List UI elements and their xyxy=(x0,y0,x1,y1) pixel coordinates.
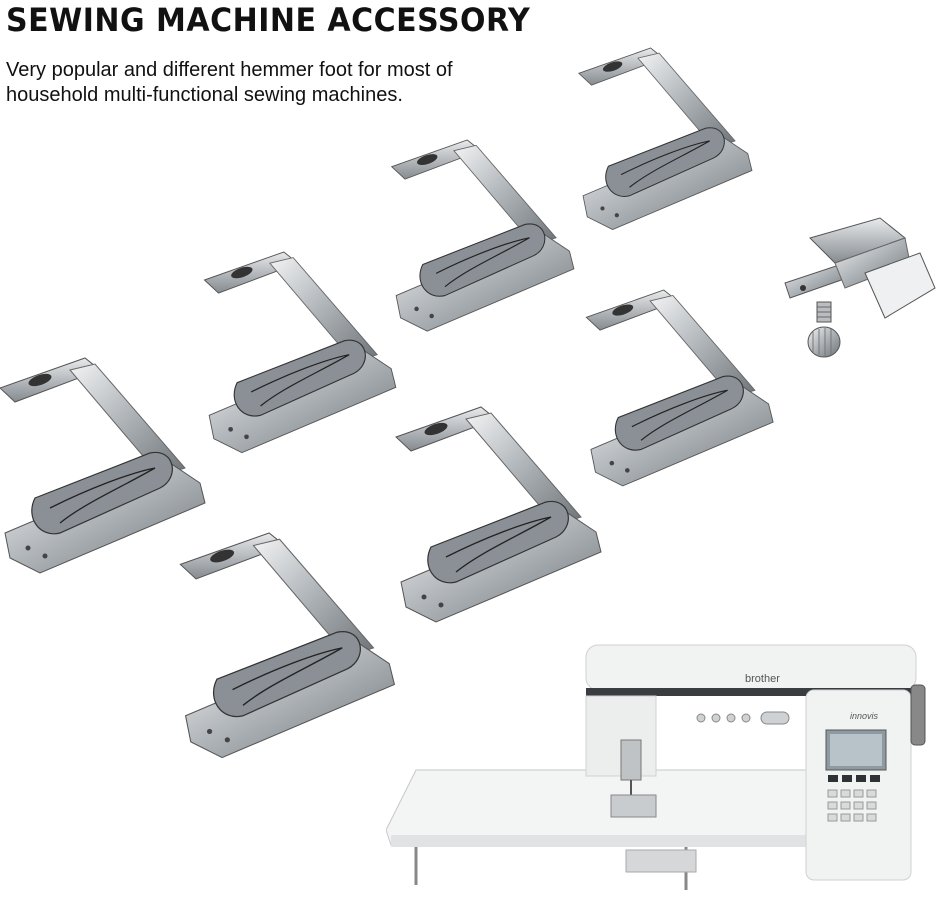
page-title: SEWING MACHINE ACCESSORY xyxy=(6,2,531,40)
hemmer-foot-icon xyxy=(385,139,585,340)
hemmer-foot-icon xyxy=(570,47,765,238)
machine-model-label: innovis xyxy=(850,711,879,721)
hemmer-foot-icon xyxy=(395,406,607,632)
machine-brand-label: brother xyxy=(745,673,780,685)
product-description: Very popular and different hemmer foot f… xyxy=(6,59,453,106)
hemmer-foot-icon xyxy=(179,532,400,768)
hemmer-foot-icon xyxy=(577,289,787,495)
hemmer-foot-icon xyxy=(0,357,210,583)
adapter-shank-icon xyxy=(784,217,940,323)
sewing-machine-icon xyxy=(385,640,931,905)
screw-icon xyxy=(803,301,843,360)
hemmer-foot-icon xyxy=(200,251,405,462)
